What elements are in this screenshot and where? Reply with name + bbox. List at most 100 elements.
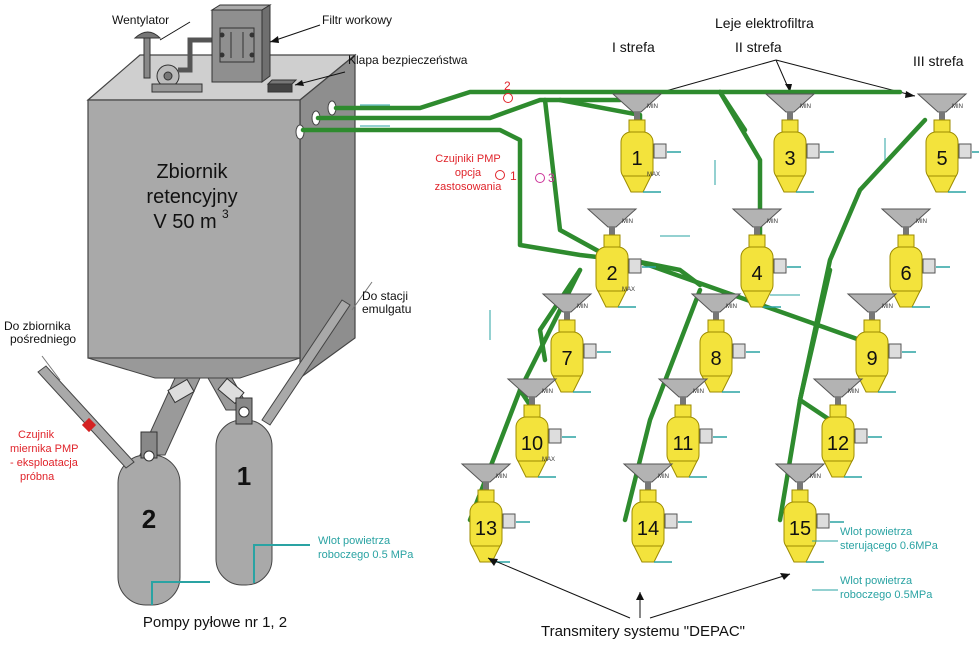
arrowhead <box>780 573 790 580</box>
sensor-label: 3 <box>548 171 555 185</box>
min-indicator: MIN <box>882 304 893 310</box>
label-klapa: Klapa bezpieczeństwa <box>348 53 468 67</box>
max-indicator: MAX <box>542 457 555 463</box>
hopper-funnel <box>774 463 826 483</box>
label-czujnik-1: Czujnik <box>18 429 55 441</box>
hopper-funnel <box>622 463 674 483</box>
valve-body <box>267 83 293 93</box>
transmitter-pointer <box>649 573 791 619</box>
filter-side <box>261 4 271 83</box>
transmitter-cap <box>674 404 692 418</box>
label-wlot-roboczego-rb: roboczego 0.5MPa <box>840 589 933 601</box>
label-czujniki-3: zastosowania <box>435 181 503 193</box>
arrowhead <box>488 558 498 566</box>
transmitter-cap <box>603 234 621 248</box>
label-czujnik-3: - eksploatacja <box>10 457 79 469</box>
label-arrow <box>159 21 191 41</box>
label-strefa-1: I strefa <box>612 39 655 55</box>
label-czujnik-2: miernika PMP <box>10 443 78 455</box>
min-indicator: MIN <box>542 389 553 395</box>
max-indicator: MAX <box>622 287 635 293</box>
transmitter-number: 9 <box>866 348 877 370</box>
pump-2-number: 2 <box>142 504 156 534</box>
bag-filter <box>210 4 272 83</box>
air-inlet-pipe <box>151 581 210 605</box>
hopper-funnel <box>846 293 898 313</box>
control-box <box>888 343 902 359</box>
control-box <box>583 343 597 359</box>
control-box <box>854 428 868 444</box>
transmitter-cap <box>781 119 799 133</box>
transmitter-cone <box>633 545 663 563</box>
sensor-marker <box>535 173 545 183</box>
min-indicator: MIN <box>952 104 963 110</box>
transmitter-cone <box>775 175 805 193</box>
hopper-neck <box>797 482 803 490</box>
min-indicator: MIN <box>767 219 778 225</box>
arrowhead <box>636 592 644 600</box>
hopper-funnel <box>812 378 864 398</box>
hopper-neck <box>609 227 615 235</box>
transmitter-cap <box>628 119 646 133</box>
outlet-arrow <box>41 355 61 381</box>
tank-label-1: Zbiornik <box>156 161 228 183</box>
flow-arrows <box>360 104 886 340</box>
filter-bolt <box>249 32 255 38</box>
pmp-sensors: 2 1 3 <box>495 79 555 185</box>
safety-valve <box>266 79 298 93</box>
sensor-label: 1 <box>510 169 517 183</box>
air-inlet-pipe <box>253 544 310 583</box>
tank-front <box>87 99 301 359</box>
transmitter-cone <box>891 290 921 308</box>
min-indicator: MIN <box>647 104 658 110</box>
label-czujniki-2: opcja <box>455 167 482 179</box>
transmitter-4: 4 MIN <box>731 208 801 308</box>
control-box <box>732 343 746 359</box>
pmp-meter-sensor <box>81 417 97 433</box>
label-leje: Leje elektrofiltra <box>715 15 814 31</box>
pump-2-valve <box>143 450 155 462</box>
transmitter-number: 4 <box>751 263 762 285</box>
hopper-funnel <box>880 208 932 228</box>
transmitter-number: 12 <box>827 433 849 455</box>
pipe-line <box>300 127 703 288</box>
min-indicator: MIN <box>496 474 507 480</box>
transmitter-number: 3 <box>784 148 795 170</box>
transmitter-15: 15 MIN <box>774 463 844 563</box>
hopper-neck <box>787 112 793 120</box>
hopper-funnel <box>611 93 663 113</box>
control-box <box>664 513 678 529</box>
retention-tank: Zbiornik retencyjny V 50 m 3 <box>86 53 357 380</box>
filter-bolt <box>219 32 225 38</box>
hopper-neck <box>869 312 875 320</box>
hopper-neck <box>645 482 651 490</box>
arrowhead <box>905 91 915 98</box>
transmitter-cone <box>857 375 887 393</box>
transmitter-pointer <box>487 557 631 619</box>
pipe-line <box>542 97 603 255</box>
label-do-zbiornika-1: Do zbiornika <box>4 319 71 333</box>
transmitter-cap <box>791 489 809 503</box>
min-indicator: MIN <box>800 104 811 110</box>
sensor-marker <box>495 170 505 180</box>
label-wlot-sterujacego-a: Wlot powietrza <box>840 526 913 538</box>
hopper-neck <box>529 397 535 405</box>
min-indicator: MIN <box>810 474 821 480</box>
control-box <box>806 143 820 159</box>
sensor-marker <box>503 93 513 103</box>
label-wentylator: Wentylator <box>112 13 169 27</box>
transmitter-number: 15 <box>789 518 811 540</box>
fan <box>133 31 212 93</box>
transmitter-9: 9 MIN <box>846 293 916 393</box>
hopper-funnel <box>690 293 742 313</box>
pipe-line <box>777 117 928 523</box>
transmitter-cap <box>477 489 495 503</box>
pump-1-valve <box>238 406 250 418</box>
